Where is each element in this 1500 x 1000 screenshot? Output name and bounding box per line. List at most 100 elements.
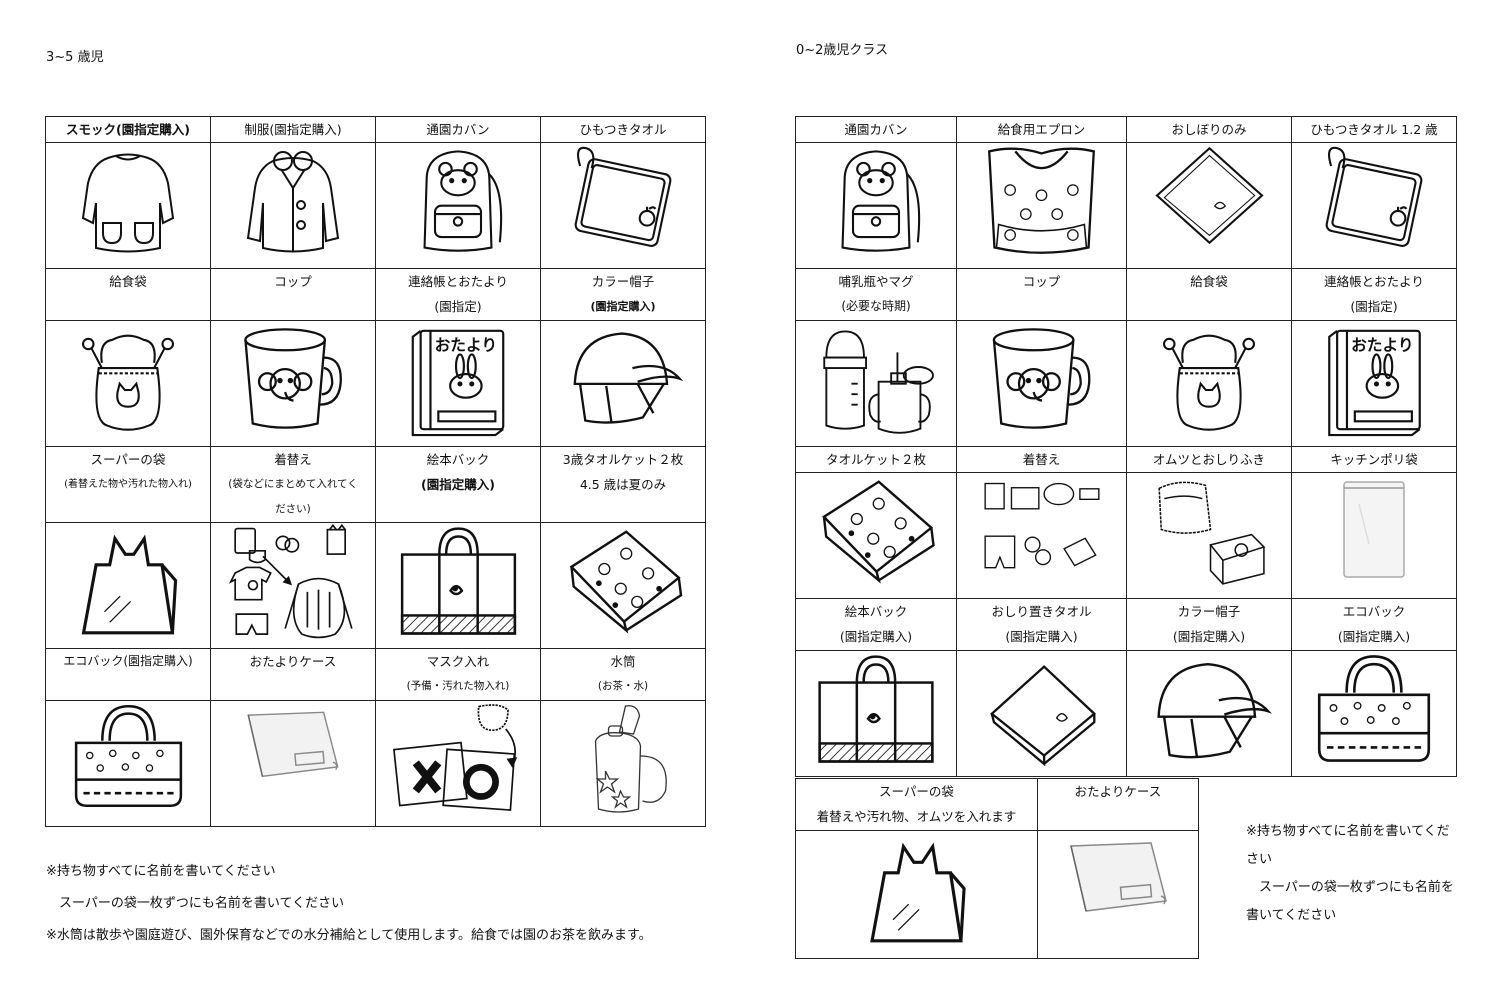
- item-label: おしぼりのみ: [1126, 116, 1292, 143]
- item-image-cell: [795, 472, 957, 599]
- item-label: エコバック(園指定購入): [45, 648, 211, 701]
- uniform-jacket-icon: [247, 151, 339, 253]
- item-label: スーパーの袋着替えや汚れ物、オムツを入れます: [795, 778, 1038, 831]
- item-image-cell: [45, 522, 211, 649]
- right-note-1: ※持ち物すべてに名前を書いてください: [1246, 824, 1450, 867]
- table-row-images: [45, 142, 706, 269]
- item-image-cell: [956, 142, 1127, 269]
- school-backpack-icon: [841, 150, 921, 252]
- item-name: 3歳タオルケット２枚: [562, 452, 684, 467]
- item-label: 制服(園指定購入): [210, 116, 376, 143]
- item-name: エコバック: [1342, 604, 1406, 619]
- left-note-3: ※水筒は散歩や園庭遊び、園外保育などでの水分補給として使用します。給食では園のお…: [46, 928, 652, 943]
- table-row-labels: スーパーの袋着替えや汚れ物、オムツを入れます おたよりケース: [795, 778, 1199, 831]
- item-image-cell: [540, 522, 706, 649]
- item-name: 通園カバン: [844, 122, 908, 137]
- plastic-shopping-bag-icon: [82, 537, 178, 635]
- item-note: (園指定購入): [590, 300, 656, 313]
- item-label: エコバック (園指定購入): [1291, 598, 1457, 651]
- table-row-labels: 哺乳瓶やマグ(必要な時期) コップ 給食袋 連絡帳とおたより(園指定): [795, 268, 1457, 321]
- item-image-cell: [375, 142, 541, 269]
- item-image-cell: [1291, 320, 1457, 447]
- item-image-cell: [375, 700, 541, 827]
- item-note: (着替えた物や汚れた物入れ): [64, 479, 192, 490]
- item-image-cell: [210, 700, 376, 827]
- kitchen-poly-bag-icon: [1343, 481, 1405, 578]
- table-row-images: [795, 830, 1199, 959]
- item-label: 哺乳瓶やマグ(必要な時期): [795, 268, 957, 321]
- item-label: スモック(園指定購入): [45, 116, 211, 143]
- item-name: オムツとおしりふき: [1152, 452, 1266, 467]
- item-note: (園指定購入): [1337, 629, 1411, 644]
- item-label: 着替え(袋などにまとめて入れてください): [210, 446, 376, 523]
- item-name: 制服(園指定購入): [244, 122, 342, 137]
- item-image-cell: [956, 472, 1127, 599]
- item-name: コップ: [274, 274, 312, 289]
- item-name: 着替え: [274, 452, 312, 467]
- item-image-cell: [795, 650, 957, 777]
- item-name: カラー帽子: [591, 274, 655, 289]
- school-backpack-icon: [423, 150, 503, 252]
- item-image-cell: [1037, 830, 1199, 959]
- item-name: 給食袋: [1190, 274, 1228, 289]
- left-note-1: ※持ち物すべてに名前を書いてください: [46, 864, 276, 879]
- item-name: おしり置きタオル: [991, 604, 1092, 619]
- item-label: カラー帽子(園指定購入): [1126, 598, 1292, 651]
- item-label: コップ: [210, 268, 376, 321]
- item-name: コップ: [1022, 274, 1061, 289]
- item-name: 水筒: [610, 654, 636, 669]
- loop-towel-icon: [573, 146, 673, 249]
- item-name: 給食袋: [109, 274, 147, 289]
- table-row-images: [795, 320, 1457, 447]
- lunch-drawstring-bag-icon: [1162, 334, 1256, 431]
- item-label: 絵本バック(園指定購入): [375, 446, 541, 523]
- item-note: (園指定): [434, 299, 482, 314]
- item-image-cell: [540, 700, 706, 827]
- lunch-drawstring-bag-icon: [82, 334, 174, 431]
- item-note: (お茶・水): [597, 680, 649, 692]
- item-image-cell: [45, 320, 211, 447]
- water-bottle-icon: [594, 705, 667, 813]
- eco-bag-icon: [74, 704, 182, 808]
- item-image-cell: [795, 142, 957, 269]
- item-note: (園指定購入): [1005, 629, 1078, 644]
- right-items-table: 通園カバン 給食用エプロン おしぼりのみ ひもつきタオル 1.2 歳 哺乳瓶やマ…: [795, 116, 1457, 777]
- table-row-images: [795, 472, 1457, 599]
- item-label: おたよりケース: [210, 648, 376, 701]
- item-label: 絵本バック(園指定購入): [795, 598, 957, 651]
- table-row-labels: 給食袋 コップ 連絡帳とおたより (園指定) カラー帽子 (園指定購入): [45, 268, 706, 321]
- hand-towel-icon: [1155, 147, 1263, 244]
- otayori-notebook-icon: [411, 329, 505, 437]
- item-image-cell: [1126, 320, 1292, 447]
- smock-icon: [82, 153, 174, 253]
- item-name: 連絡帳とおたより: [408, 274, 508, 289]
- towel-blanket-icon: [569, 530, 682, 632]
- item-image-cell: [1291, 650, 1457, 777]
- table-row-images: [45, 320, 706, 447]
- item-image-cell: [956, 320, 1127, 447]
- item-name: 通園カバン: [426, 122, 490, 137]
- towel-blanket-icon: [822, 480, 935, 582]
- item-image-cell: [210, 320, 376, 447]
- item-note: (必要な時期): [841, 299, 911, 313]
- table-row-labels: スーパーの袋(着替えた物や汚れた物入れ) 着替え(袋などにまとめて入れてください…: [45, 446, 706, 523]
- document-pouch-icon: [1069, 842, 1167, 912]
- right-section-heading: 0~2歳児クラス: [796, 43, 889, 58]
- item-image-cell: [1126, 142, 1292, 269]
- change-of-clothes-icon: [229, 524, 353, 639]
- item-label: ひもつきタオル: [540, 116, 706, 143]
- plastic-shopping-bag-icon: [870, 845, 966, 943]
- item-label: 連絡帳とおたより(園指定): [1291, 268, 1457, 321]
- item-note: (園指定): [1350, 299, 1398, 314]
- elephant-cup-icon: [992, 328, 1091, 429]
- picture-book-bag-icon: [400, 527, 516, 635]
- item-label: 給食袋: [1126, 268, 1292, 321]
- item-note-cont: ださい): [275, 503, 311, 515]
- item-note: 着替えや汚れ物、オムツを入れます: [816, 809, 1017, 824]
- item-name: ひもつきタオル 1.2 歳: [1310, 122, 1438, 137]
- item-name: ひもつきタオル: [579, 122, 667, 137]
- item-image-cell: [210, 142, 376, 269]
- item-name: 給食用エプロン: [997, 122, 1086, 137]
- item-image-cell: [1126, 472, 1292, 599]
- left-note-2: スーパーの袋一枚ずつにも名前を書いてください: [46, 896, 345, 911]
